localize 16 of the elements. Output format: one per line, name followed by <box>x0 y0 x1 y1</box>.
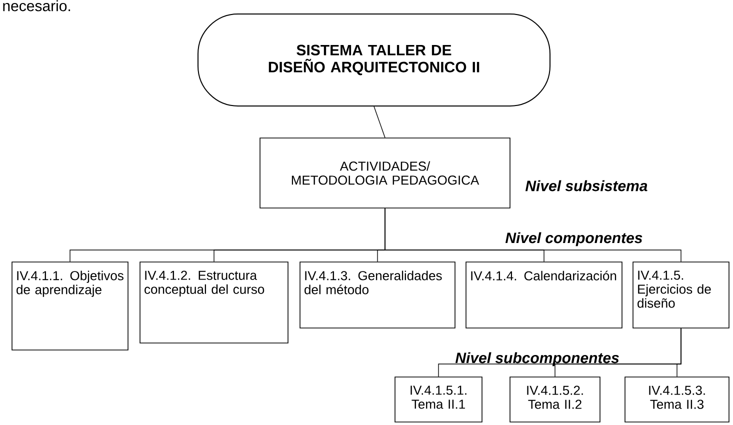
connector-line <box>384 208 682 262</box>
box: IV.4.1.5.3. Tema II.3 <box>624 376 730 422</box>
partial-text: necesario. <box>3 0 70 12</box>
box: IV.4.1.5. Ejercicios de diseño <box>632 262 730 328</box>
box: IV.4.1.5.2. Tema II.2 <box>510 376 600 422</box>
box: IV.4.1.3. Generalidades del método <box>300 262 456 328</box>
box: IV.4.1.2. Estructura conceptual del curso <box>140 262 288 344</box>
box: ACTIVIDADES/ METODOLOGIA PEDAGOGICA <box>260 138 510 208</box>
box: IV.4.1.5.1. Tema II.1 <box>394 376 482 422</box>
level-label: Nivel componentes <box>505 232 642 246</box>
level-label: Nivel subsistema <box>525 180 648 192</box>
box: IV.4.1.1. Objetivos de aprendizaje <box>12 262 128 350</box>
box: IV.4.1.4. Calendarización <box>466 262 622 328</box>
connector-line <box>676 328 682 377</box>
connector-line <box>374 106 386 138</box>
level-label: Nivel subcomponentes <box>455 352 619 366</box>
